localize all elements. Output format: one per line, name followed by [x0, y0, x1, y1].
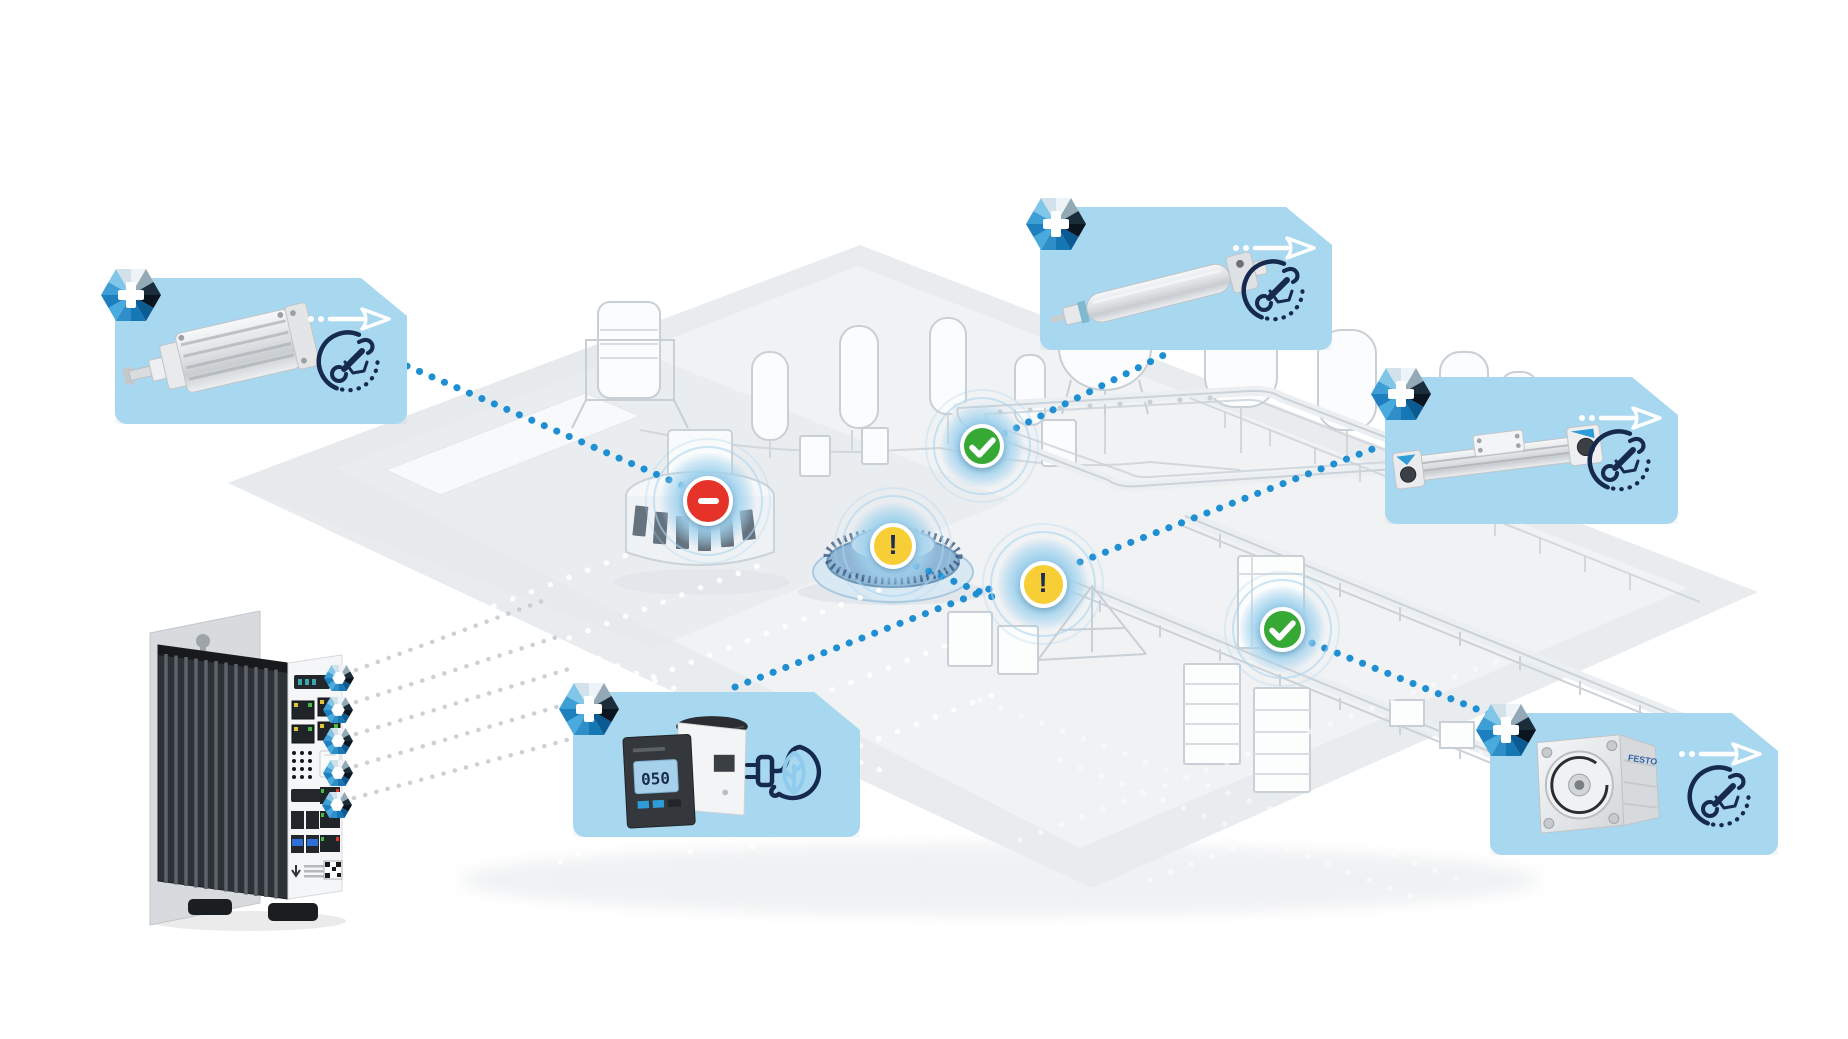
hex-plus-icon[interactable]	[1369, 365, 1433, 423]
badge-exclamation-icon: !	[1019, 560, 1067, 608]
card-profile-cylinder[interactable]	[115, 278, 407, 424]
status-badge-warning-2[interactable]: !	[982, 523, 1104, 645]
energy-module-image: 050	[622, 716, 748, 829]
hex-plus-icon[interactable]	[557, 680, 621, 738]
badge-minus-icon	[683, 476, 733, 526]
hex-plus-icon[interactable]	[99, 266, 163, 324]
lcd-value: 050	[641, 768, 671, 788]
badge-exclamation-icon: !	[870, 523, 916, 569]
service-wrench-icon	[1686, 763, 1754, 831]
energy-leaf-icon	[744, 738, 822, 806]
service-wrench-icon	[1586, 427, 1654, 495]
profile-cylinder-image	[122, 302, 320, 393]
hex-plus-icon[interactable]	[1474, 701, 1538, 759]
compact-cylinder-image: FESTO	[1536, 734, 1660, 834]
badge-check-icon	[960, 424, 1004, 468]
badge-check-icon	[1259, 606, 1305, 652]
status-badge-warning-1[interactable]: !	[834, 487, 952, 605]
card-compact-cylinder[interactable]: FESTO	[1490, 713, 1778, 855]
product-brand-label: FESTO	[1627, 752, 1658, 766]
status-badge-ok-2[interactable]	[1224, 571, 1340, 687]
service-wrench-icon	[315, 328, 383, 396]
card-energy-module[interactable]: 050	[573, 692, 860, 837]
status-badge-blocked[interactable]	[645, 438, 771, 564]
card-linear-axis[interactable]	[1385, 377, 1678, 524]
service-wrench-icon	[1240, 257, 1308, 325]
linear-axis-image	[1392, 424, 1604, 490]
hex-plus-icon[interactable]	[1024, 195, 1088, 253]
edge-controller-device	[149, 610, 346, 931]
card-round-cylinder[interactable]	[1040, 207, 1332, 350]
status-badge-ok-1[interactable]	[925, 389, 1039, 503]
